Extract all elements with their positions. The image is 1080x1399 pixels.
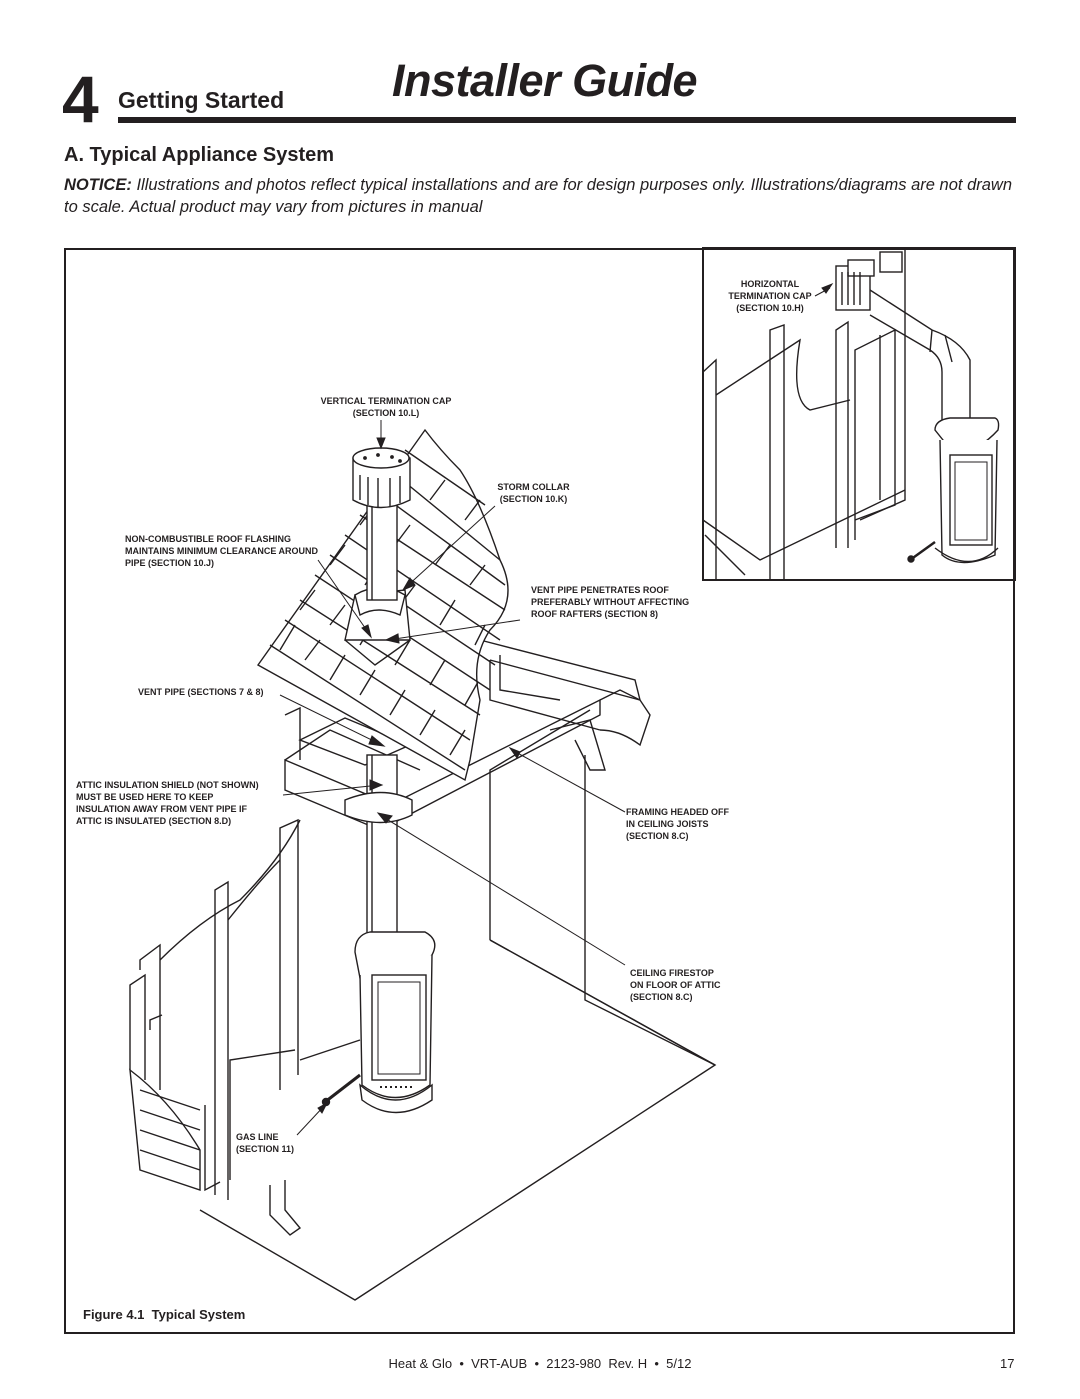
room-framing xyxy=(129,639,717,1301)
callout-ceiling-firestop: CEILING FIRESTOP ON FLOOR OF ATTIC (SECT… xyxy=(630,968,721,1002)
section-heading: A. Typical Appliance System xyxy=(64,144,335,166)
callout-roof-flashing: NON-COMBUSTIBLE ROOF FLASHING MAINTAINS … xyxy=(125,534,318,568)
guide-title: Installer Guide xyxy=(392,55,698,106)
notice-label: NOTICE: xyxy=(64,176,132,194)
chapter-number: 4 xyxy=(62,62,99,136)
callout-framing-headed-off: FRAMING HEADED OFF IN CEILING JOISTS (SE… xyxy=(626,807,729,841)
callout-leaders xyxy=(279,282,834,1136)
vent-pipe-system xyxy=(321,447,436,1114)
title-rule xyxy=(118,117,1016,123)
footer-document-info: Heat & Glo • VRT-AUB • 2123-980 Rev. H •… xyxy=(388,1356,692,1371)
callout-vertical-termination-cap: VERTICAL TERMINATION CAP (SECTION 10.L) xyxy=(320,396,452,418)
callout-attic-insulation-shield: ATTIC INSULATION SHIELD (NOT SHOWN) MUST… xyxy=(76,780,259,826)
figure-caption: Figure 4.1 Typical System xyxy=(83,1307,246,1322)
page-number: 17 xyxy=(1000,1356,1015,1371)
callout-horizontal-termination-cap: HORIZONTAL TERMINATION CAP (SECTION 10.H… xyxy=(728,279,812,313)
callout-gas-line: GAS LINE (SECTION 11) xyxy=(236,1132,295,1154)
chapter-title: Getting Started xyxy=(118,87,285,113)
notice-text: Illustrations and photos reflect typical… xyxy=(64,176,1013,216)
callout-vent-pipe: VENT PIPE (SECTIONS 7 & 8) xyxy=(138,687,264,697)
notice-paragraph: NOTICE: Illustrations and photos reflect… xyxy=(64,174,1024,218)
callout-storm-collar: STORM COLLAR (SECTION 10.K) xyxy=(497,482,570,504)
figure-frame xyxy=(64,248,1015,1334)
callout-vent-penetrates-roof: VENT PIPE PENETRATES ROOF PREFERABLY WIT… xyxy=(531,585,690,619)
horizontal-install-inset xyxy=(702,247,1016,581)
